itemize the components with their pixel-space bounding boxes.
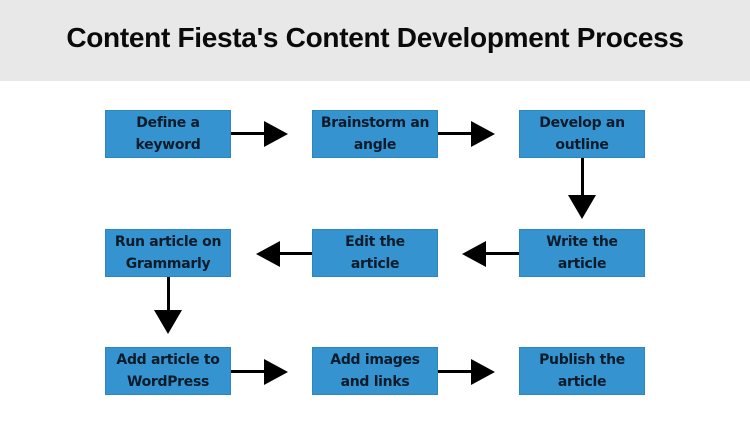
- diagram-title: Content Fiesta's Content Development Pro…: [66, 22, 684, 53]
- step-brainstorm-angle: Brainstorm an angle: [312, 110, 438, 158]
- title-banner: Content Fiesta's Content Development Pro…: [0, 0, 750, 81]
- step-add-to-wordpress: Add article to WordPress: [105, 347, 231, 395]
- step-edit-article: Edit the article: [312, 229, 438, 277]
- step-define-keyword: Define a keyword: [105, 110, 231, 158]
- step-run-grammarly: Run article on Grammarly: [105, 229, 231, 277]
- step-write-article: Write the article: [519, 229, 645, 277]
- step-publish-article: Publish the article: [519, 347, 645, 395]
- step-develop-outline: Develop an outline: [519, 110, 645, 158]
- step-add-images-links: Add images and links: [312, 347, 438, 395]
